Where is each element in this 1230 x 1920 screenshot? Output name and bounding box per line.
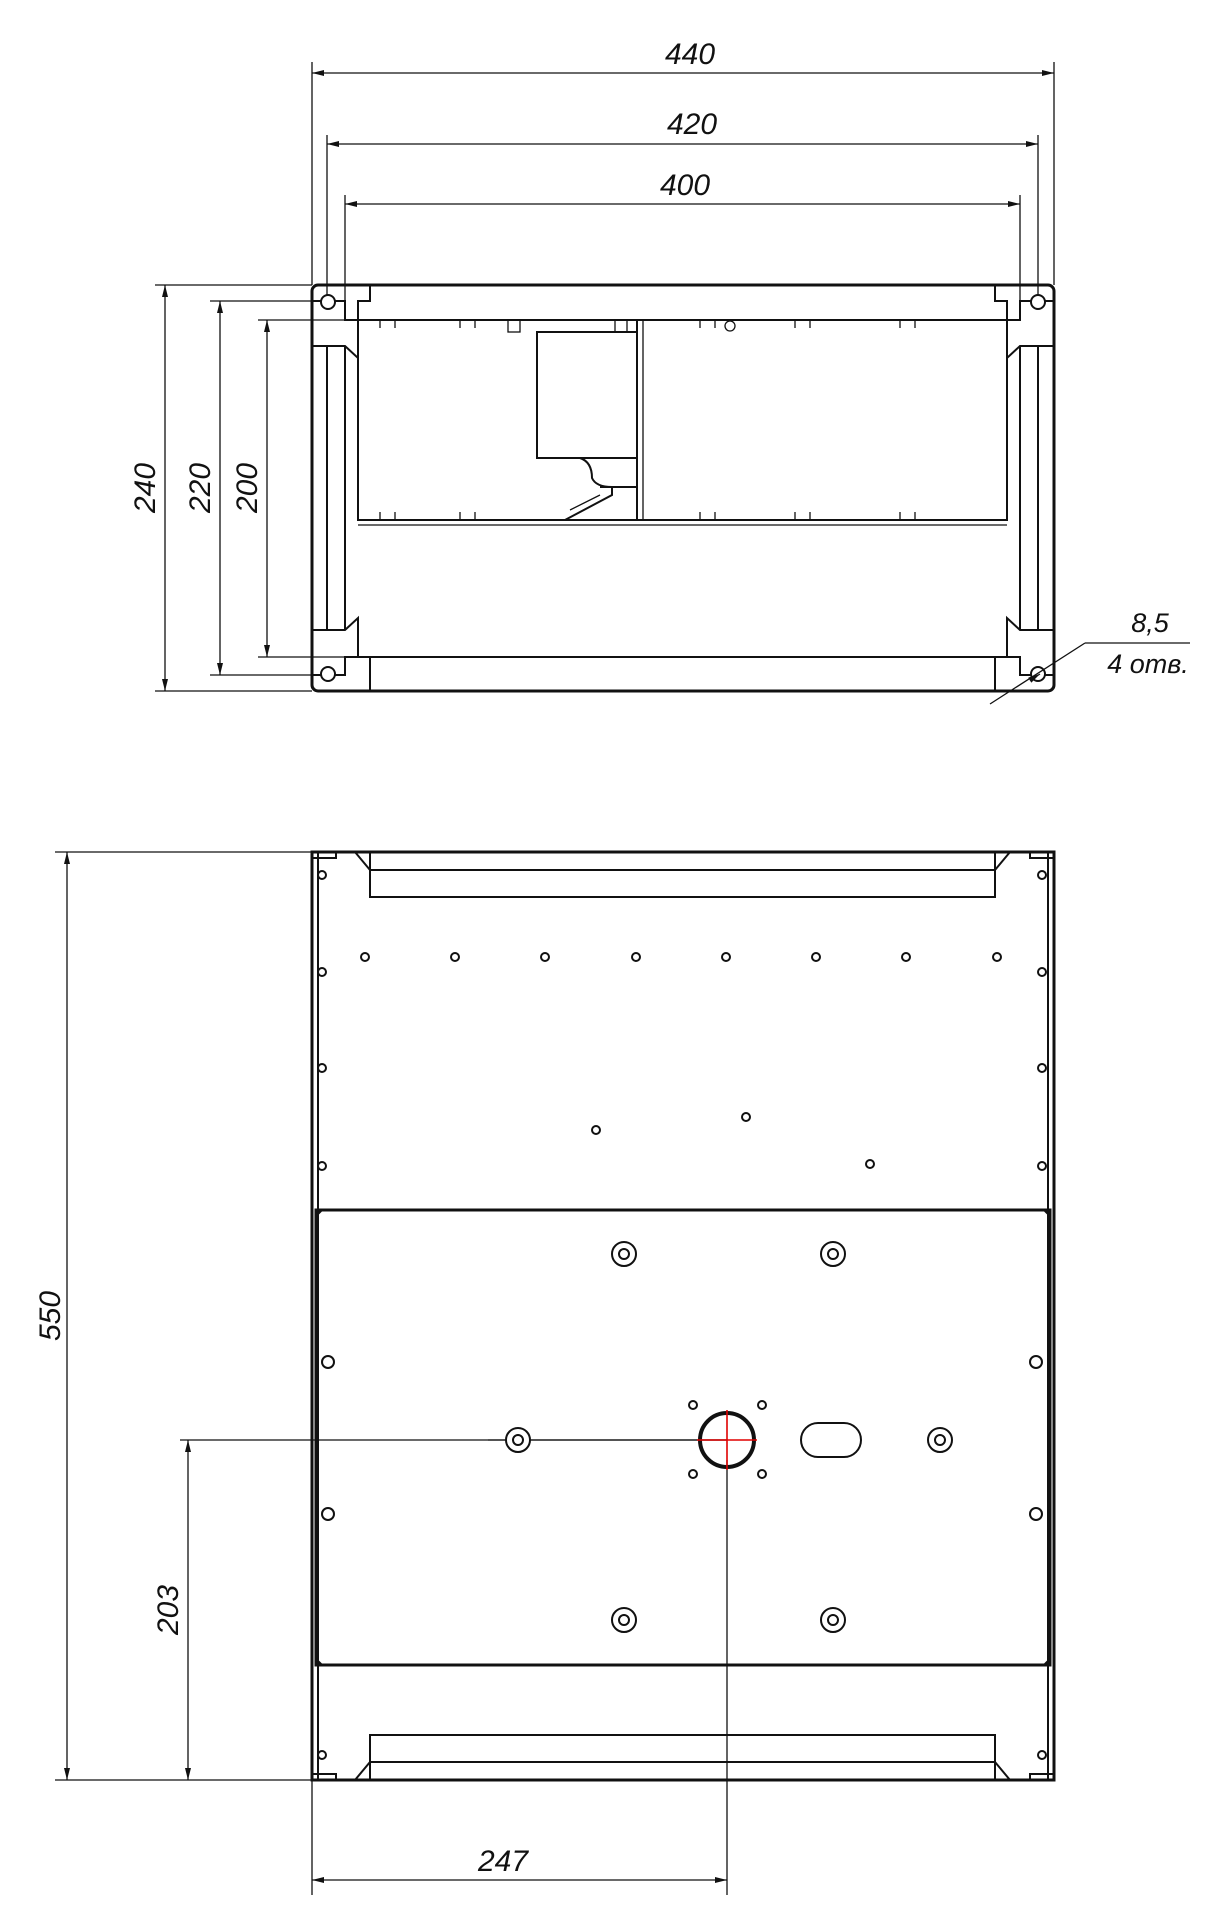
dim-label-420: 420 bbox=[667, 108, 717, 141]
central-opening bbox=[688, 1400, 767, 1479]
housing-interior bbox=[357, 319, 1008, 526]
hole-note-diameter: 8,5 bbox=[1131, 608, 1170, 638]
dim-label-247: 247 bbox=[477, 1845, 529, 1878]
housing-outline bbox=[310, 850, 1056, 1782]
bottom-cover-panel bbox=[314, 1208, 1052, 1667]
motor-block bbox=[536, 331, 638, 459]
top-view-extension-lines bbox=[155, 62, 1055, 692]
dim-label-550: 550 bbox=[34, 1291, 67, 1341]
dim-label-200: 200 bbox=[231, 463, 264, 514]
flange-corner-pads bbox=[312, 285, 1054, 691]
upper-panel-holes bbox=[317, 870, 1047, 1760]
bottom-view-extension-lines bbox=[55, 851, 728, 1895]
bottom-rail bbox=[354, 1734, 1011, 1781]
top-rail bbox=[354, 851, 1011, 898]
flange-outline bbox=[310, 283, 1056, 693]
hole-note-leader bbox=[989, 642, 1190, 705]
bottom-cover-corners bbox=[315, 1209, 1051, 1666]
dim-label-220: 220 bbox=[184, 463, 217, 514]
dim-label-440: 440 bbox=[665, 38, 715, 71]
dim-label-240: 240 bbox=[129, 463, 162, 514]
dim-label-400: 400 bbox=[660, 169, 710, 202]
flange-inner-lines bbox=[326, 284, 1039, 692]
cable-slot bbox=[800, 1422, 862, 1458]
mounting-hole-br bbox=[1030, 666, 1046, 682]
housing-corner-brackets bbox=[311, 852, 1055, 1780]
top-view: 440 420 400 240 220 200 bbox=[129, 38, 1190, 705]
mounting-hole-bl bbox=[320, 666, 336, 682]
mounting-hole-tr bbox=[1030, 294, 1046, 310]
dim-label-203: 203 bbox=[152, 1585, 185, 1636]
cover-fasteners bbox=[321, 1241, 1043, 1633]
hole-note-count: 4 отв. bbox=[1107, 649, 1189, 679]
bottom-view: 550 203 247 bbox=[34, 850, 1056, 1895]
mounting-hole-tl bbox=[320, 294, 336, 310]
